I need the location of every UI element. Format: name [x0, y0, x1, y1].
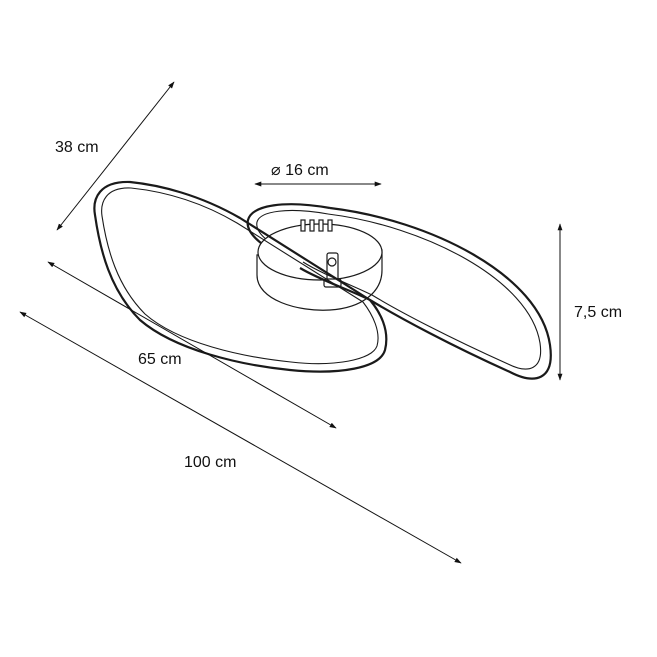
lamp-illustration [93, 180, 552, 380]
height-label: 7,5 cm [574, 304, 622, 321]
dimension-total-length: 100 cm [19, 311, 462, 564]
dimension-canopy-diameter: ⌀ 16 cm [254, 162, 382, 187]
dimension-height: 7,5 cm [557, 223, 622, 381]
total-length-line [19, 311, 462, 564]
total-length-label: 100 cm [184, 454, 236, 471]
canopy-diameter-label: ⌀ 16 cm [271, 162, 329, 179]
dimension-depth: 38 cm [55, 81, 175, 231]
canopy-vents [300, 219, 333, 232]
depth-dimension-line [56, 81, 175, 231]
depth-label: 38 cm [55, 139, 99, 156]
ring-length-label: 65 cm [138, 351, 182, 368]
